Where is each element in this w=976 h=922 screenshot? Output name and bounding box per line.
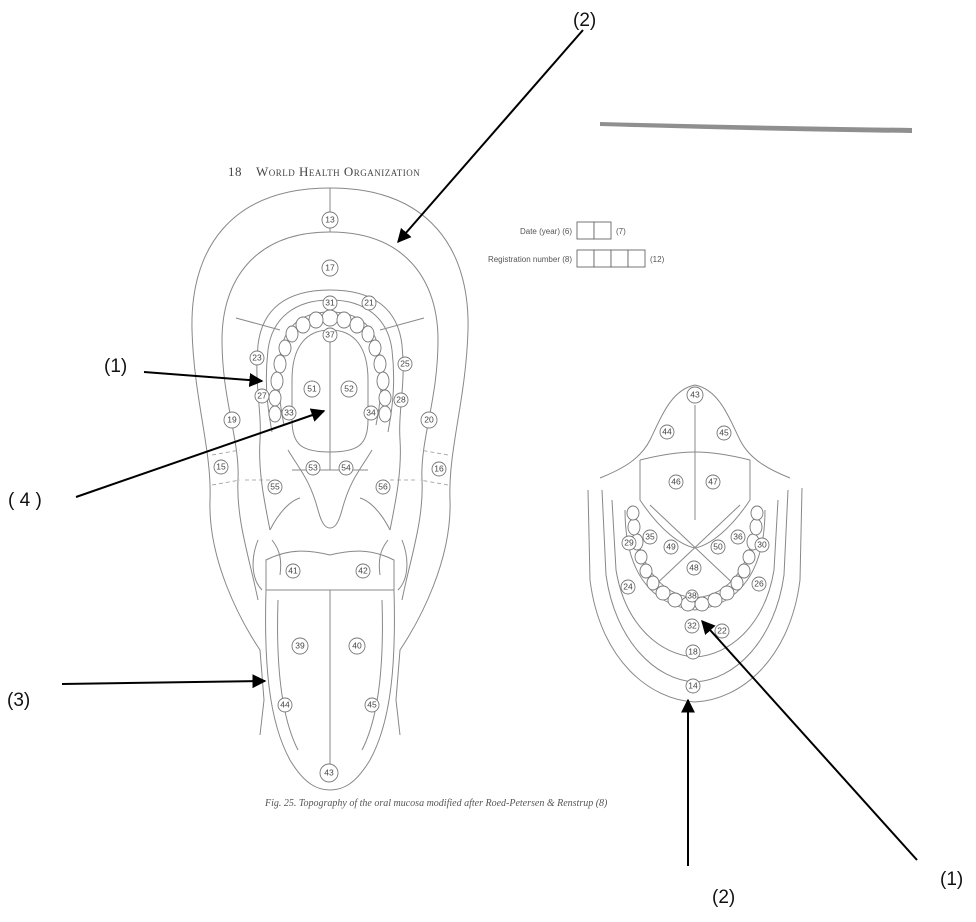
zone-54: 54 xyxy=(341,462,351,472)
zone-20: 20 xyxy=(424,414,434,424)
zone-40: 40 xyxy=(352,640,362,650)
zone-17: 17 xyxy=(325,262,335,272)
zone-42: 42 xyxy=(358,565,368,575)
zone-25: 25 xyxy=(400,358,410,368)
arrow-2-top xyxy=(398,30,583,242)
lower-zone-22: 22 xyxy=(717,625,727,635)
annotation-arrows xyxy=(62,30,917,866)
lower-zone-35: 35 xyxy=(645,531,655,541)
svg-text:(7): (7) xyxy=(616,227,626,236)
zone-28: 28 xyxy=(396,394,406,404)
label-4-left: ( 4 ) xyxy=(8,490,42,511)
registration-number-field: Registration number (8) (12) xyxy=(488,250,665,267)
label-2-top: (2) xyxy=(573,10,596,31)
zone-55: 55 xyxy=(270,481,280,491)
lower-zone-47: 47 xyxy=(708,476,718,486)
lower-zone-50: 50 xyxy=(713,541,723,551)
zone-44: 44 xyxy=(280,699,290,709)
lower-zone-36: 36 xyxy=(733,531,743,541)
zone-21: 21 xyxy=(364,297,374,307)
label-1-left: (1) xyxy=(104,356,127,377)
zone-45: 45 xyxy=(367,699,377,709)
zone-41: 41 xyxy=(288,565,298,575)
zone-16: 16 xyxy=(434,463,444,473)
lower-zone-24: 24 xyxy=(623,581,633,591)
lower-zone-44: 44 xyxy=(662,426,672,436)
zone-15: 15 xyxy=(216,461,226,471)
svg-text:Date (year) (6): Date (year) (6) xyxy=(520,227,572,236)
lower-zone-48: 48 xyxy=(689,562,699,572)
zone-34: 34 xyxy=(366,407,376,417)
zone-19: 19 xyxy=(227,414,237,424)
tongue-outline xyxy=(266,551,394,590)
arrow-3-left xyxy=(62,681,265,684)
page-number: 18 xyxy=(228,164,242,179)
label-2-bottom: (2) xyxy=(712,887,735,908)
zone-43: 43 xyxy=(324,767,334,777)
zone-39: 39 xyxy=(295,640,305,650)
svg-text:(12): (12) xyxy=(650,255,665,264)
lower-zone-46: 46 xyxy=(671,476,681,486)
figure-caption: Fig. 25. Topography of the oral mucosa m… xyxy=(264,798,608,809)
lower-zone-30: 30 xyxy=(757,539,767,549)
lower-zone-38: 38 xyxy=(687,590,697,600)
arrow-4-left xyxy=(76,411,324,497)
zone-52: 52 xyxy=(344,383,354,393)
lower-zone-32: 32 xyxy=(687,620,697,630)
zone-33: 33 xyxy=(284,407,294,417)
zone-31: 31 xyxy=(325,297,335,307)
zone-53: 53 xyxy=(308,462,318,472)
lower-zone-26: 26 xyxy=(754,578,764,588)
zone-51: 51 xyxy=(307,383,317,393)
scan-edge-mark xyxy=(600,122,912,133)
zone-56: 56 xyxy=(378,481,388,491)
label-1-bottom-right: (1) xyxy=(940,869,963,890)
lower-jaw-diagram: 43 44 45 46 47 29 35 49 50 36 30 48 24 2… xyxy=(588,385,802,702)
zone-27: 27 xyxy=(257,390,267,400)
zone-23: 23 xyxy=(252,352,262,362)
lower-zone-18: 18 xyxy=(688,646,698,656)
date-field: Date (year) (6) (7) xyxy=(520,222,626,239)
lower-zone-45: 45 xyxy=(719,427,729,437)
arrow-1-left xyxy=(144,372,262,381)
svg-text:Registration number (8): Registration number (8) xyxy=(488,255,572,264)
page-header-title: World Health Organization xyxy=(256,164,420,179)
upper-mouth-diagram: 13 17 31 21 37 23 25 27 28 33 34 51 52 1… xyxy=(192,188,468,790)
lower-zone-43: 43 xyxy=(690,389,700,399)
lower-zone-29: 29 xyxy=(624,537,634,547)
lower-zone-14: 14 xyxy=(688,680,698,690)
arrow-1-bottom-right xyxy=(702,621,917,860)
zone-37: 37 xyxy=(325,329,335,339)
zone-13: 13 xyxy=(325,214,335,224)
lower-zone-49: 49 xyxy=(666,541,676,551)
label-3-left: (3) xyxy=(7,690,30,711)
